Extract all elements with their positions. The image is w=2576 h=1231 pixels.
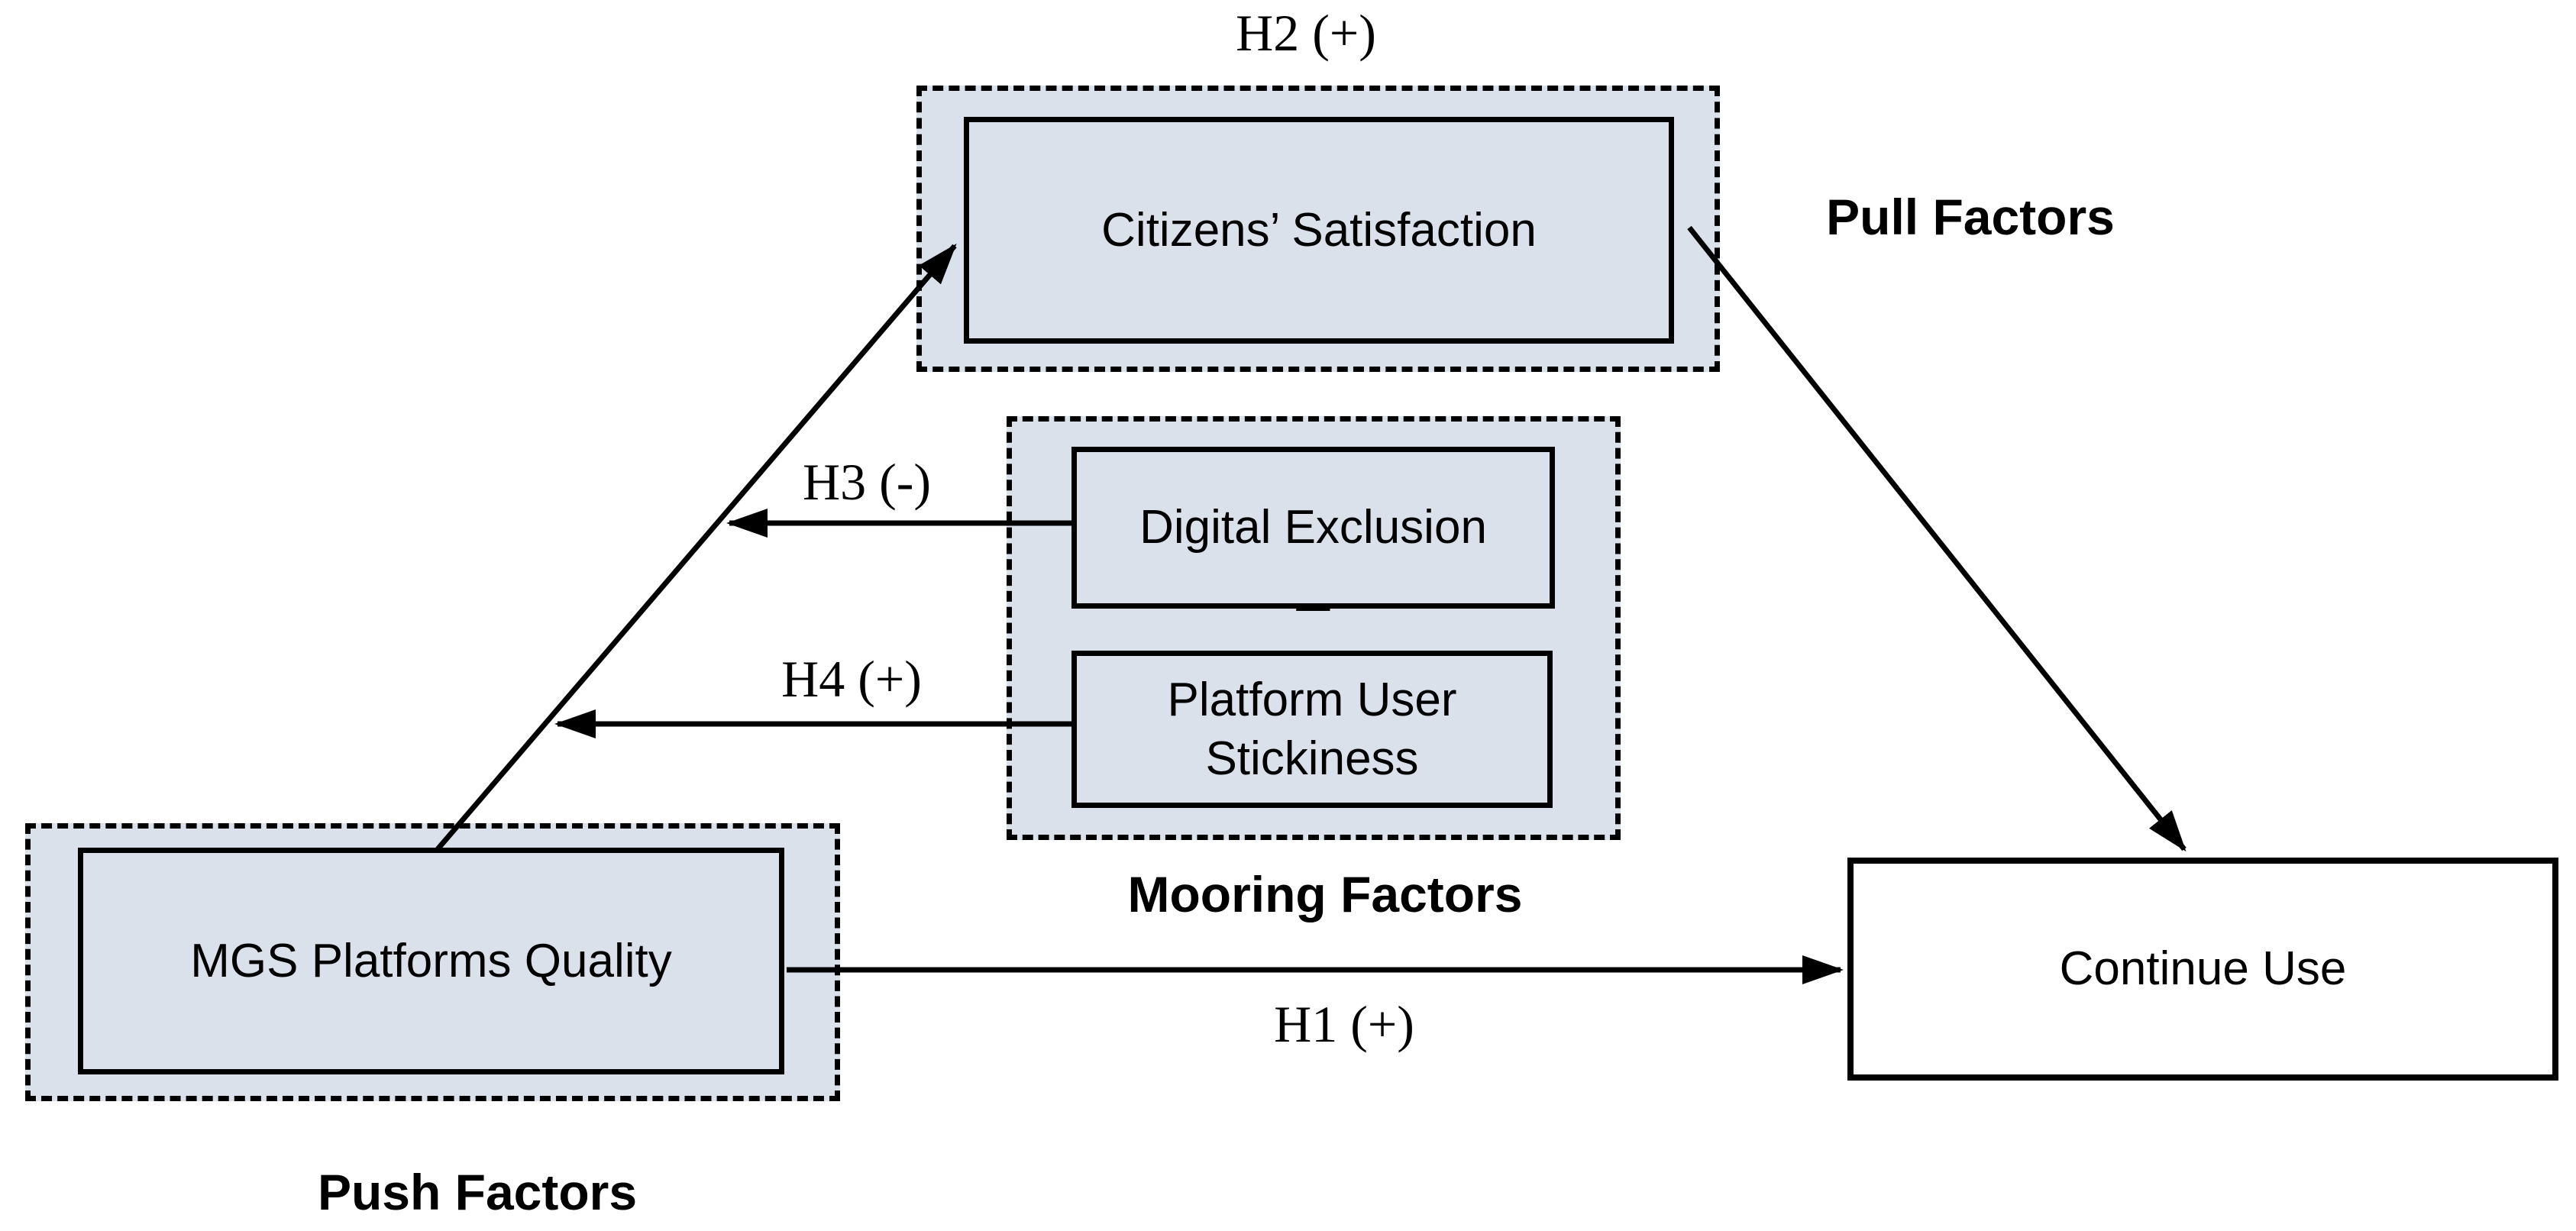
continue-use-node: Continue Use [1847, 858, 2558, 1081]
continue-use-label: Continue Use [2059, 942, 2347, 996]
citizens-satisfaction-label: Citizens’ Satisfaction [1101, 203, 1537, 257]
digital-exclusion-label: Digital Exclusion [1139, 501, 1487, 554]
platform-user-stickiness-label: Platform User Stickiness [1167, 673, 1457, 786]
push-factors-caption: Push Factors [317, 1164, 638, 1220]
platform-user-stickiness-node: Platform User Stickiness [1071, 651, 1553, 808]
arrow-citizens-satisfaction-to-continue-use [1687, 225, 2187, 852]
h4-label: H4 (+) [781, 650, 922, 708]
h1-label: H1 (+) [1274, 995, 1414, 1053]
mgs-platforms-quality-node: MGS Platforms Quality [78, 848, 784, 1074]
mooring-factors-caption: Mooring Factors [1127, 866, 1523, 922]
arrow-mgs-to-citizens-satisfaction [435, 243, 957, 851]
mgs-platforms-quality-label: MGS Platforms Quality [190, 934, 672, 987]
h3-label: H3 (-) [802, 453, 932, 511]
digital-exclusion-node: Digital Exclusion _ [1071, 447, 1555, 609]
citizens-satisfaction-node: Citizens’ Satisfaction [964, 117, 1674, 344]
pull-factors-caption: Pull Factors [1826, 189, 2115, 245]
h2-label: H2 (+) [1236, 4, 1376, 62]
